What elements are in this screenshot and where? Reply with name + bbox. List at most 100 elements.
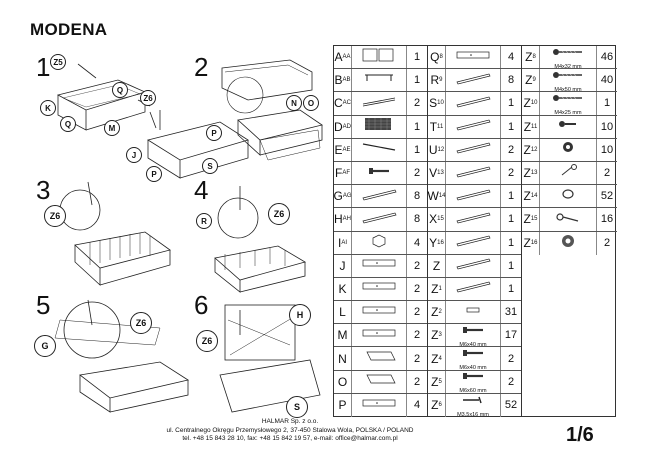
part-letter-main: R — [430, 73, 440, 88]
screw-icon — [546, 69, 590, 87]
part-letter-main: G — [333, 189, 343, 204]
rail-icon — [357, 94, 401, 113]
part-letter-main: Z — [523, 119, 532, 134]
part-image-cell — [446, 301, 501, 324]
part-image-cell: M4x25 mm — [540, 92, 597, 115]
part-letter-sub: AD — [342, 123, 352, 130]
part-letter-sub: 5 — [438, 378, 442, 385]
part-letter-main: Z — [523, 96, 531, 111]
board-icon — [357, 303, 401, 322]
part-letter-main: V — [429, 166, 438, 181]
part-letter-sub: 10 — [437, 100, 444, 107]
part-letter-main: Z — [431, 281, 439, 296]
part-letter-main: W — [427, 189, 439, 204]
bolt-icon — [451, 347, 495, 365]
part-letter-sub: AC — [342, 100, 352, 107]
part-image-cell — [352, 138, 407, 161]
callout-s1-s: S — [202, 158, 218, 174]
washer-icon — [546, 233, 590, 254]
block-icon — [357, 232, 401, 253]
part-image-cell — [540, 208, 597, 231]
part-image-cell — [352, 324, 407, 347]
part-letter-main: P — [338, 398, 347, 413]
callout-s1-z5: Z5 — [50, 54, 66, 70]
part-letter-sub: 16 — [437, 239, 444, 246]
board-icon — [357, 326, 401, 345]
part-letter-main: Z — [525, 73, 533, 88]
clip-icon — [546, 139, 590, 160]
part-letter-sub: 12 — [437, 146, 445, 153]
part-letter-main: Z — [431, 328, 439, 343]
slat-icon — [451, 256, 495, 275]
handle-icon — [357, 71, 401, 90]
part-quantity: 17 — [504, 329, 518, 342]
part-image-cell — [446, 115, 501, 138]
part-letter-main: B — [334, 73, 343, 88]
callout-s1-q: Q — [60, 116, 76, 132]
part-letter-main: D — [334, 119, 343, 134]
footer-company: HALMAR Sp. z o.o. — [261, 418, 319, 425]
part-letter-main: M — [337, 328, 348, 343]
part-quantity: 52 — [600, 190, 614, 203]
document-title: MODENA — [30, 20, 108, 39]
part-letter: P — [334, 393, 352, 417]
callout-s1-k: K — [40, 100, 56, 116]
part-letter-sub: AA — [342, 54, 351, 61]
part-letter-main: Z — [523, 166, 531, 181]
part-quantity: 1 — [507, 190, 515, 203]
part-letter-main: L — [339, 305, 346, 320]
step-number-3: 3 — [36, 175, 51, 205]
part-size: M6x40 mm — [459, 365, 487, 370]
part-quantity: 2 — [507, 352, 515, 365]
part-image-cell: M4x32 mm — [540, 46, 597, 69]
dowel-icon — [451, 303, 495, 322]
part-letter-main: I — [337, 235, 342, 250]
part-quantity: 8 — [507, 74, 515, 87]
page-number: 1/6 — [566, 424, 594, 446]
part-letter-sub: AF — [342, 170, 350, 177]
callout-s2-n: N — [286, 95, 302, 111]
part-quantity: 2 — [413, 97, 421, 110]
part-image-cell — [446, 92, 501, 115]
part-letter: K — [334, 277, 352, 301]
part-image-cell — [352, 46, 407, 69]
part-letter-sub: 15 — [437, 216, 444, 223]
part-letter-sub: 9 — [439, 77, 443, 84]
part-letter-main: S — [429, 96, 438, 111]
part-quantity: 1 — [507, 259, 515, 272]
part-quantity: 10 — [600, 120, 614, 133]
part-image-cell — [352, 69, 407, 92]
part-letter-main: Z — [525, 50, 533, 65]
part-quantity: 46 — [600, 51, 614, 64]
callout-s1-z6: Z6 — [140, 90, 156, 106]
